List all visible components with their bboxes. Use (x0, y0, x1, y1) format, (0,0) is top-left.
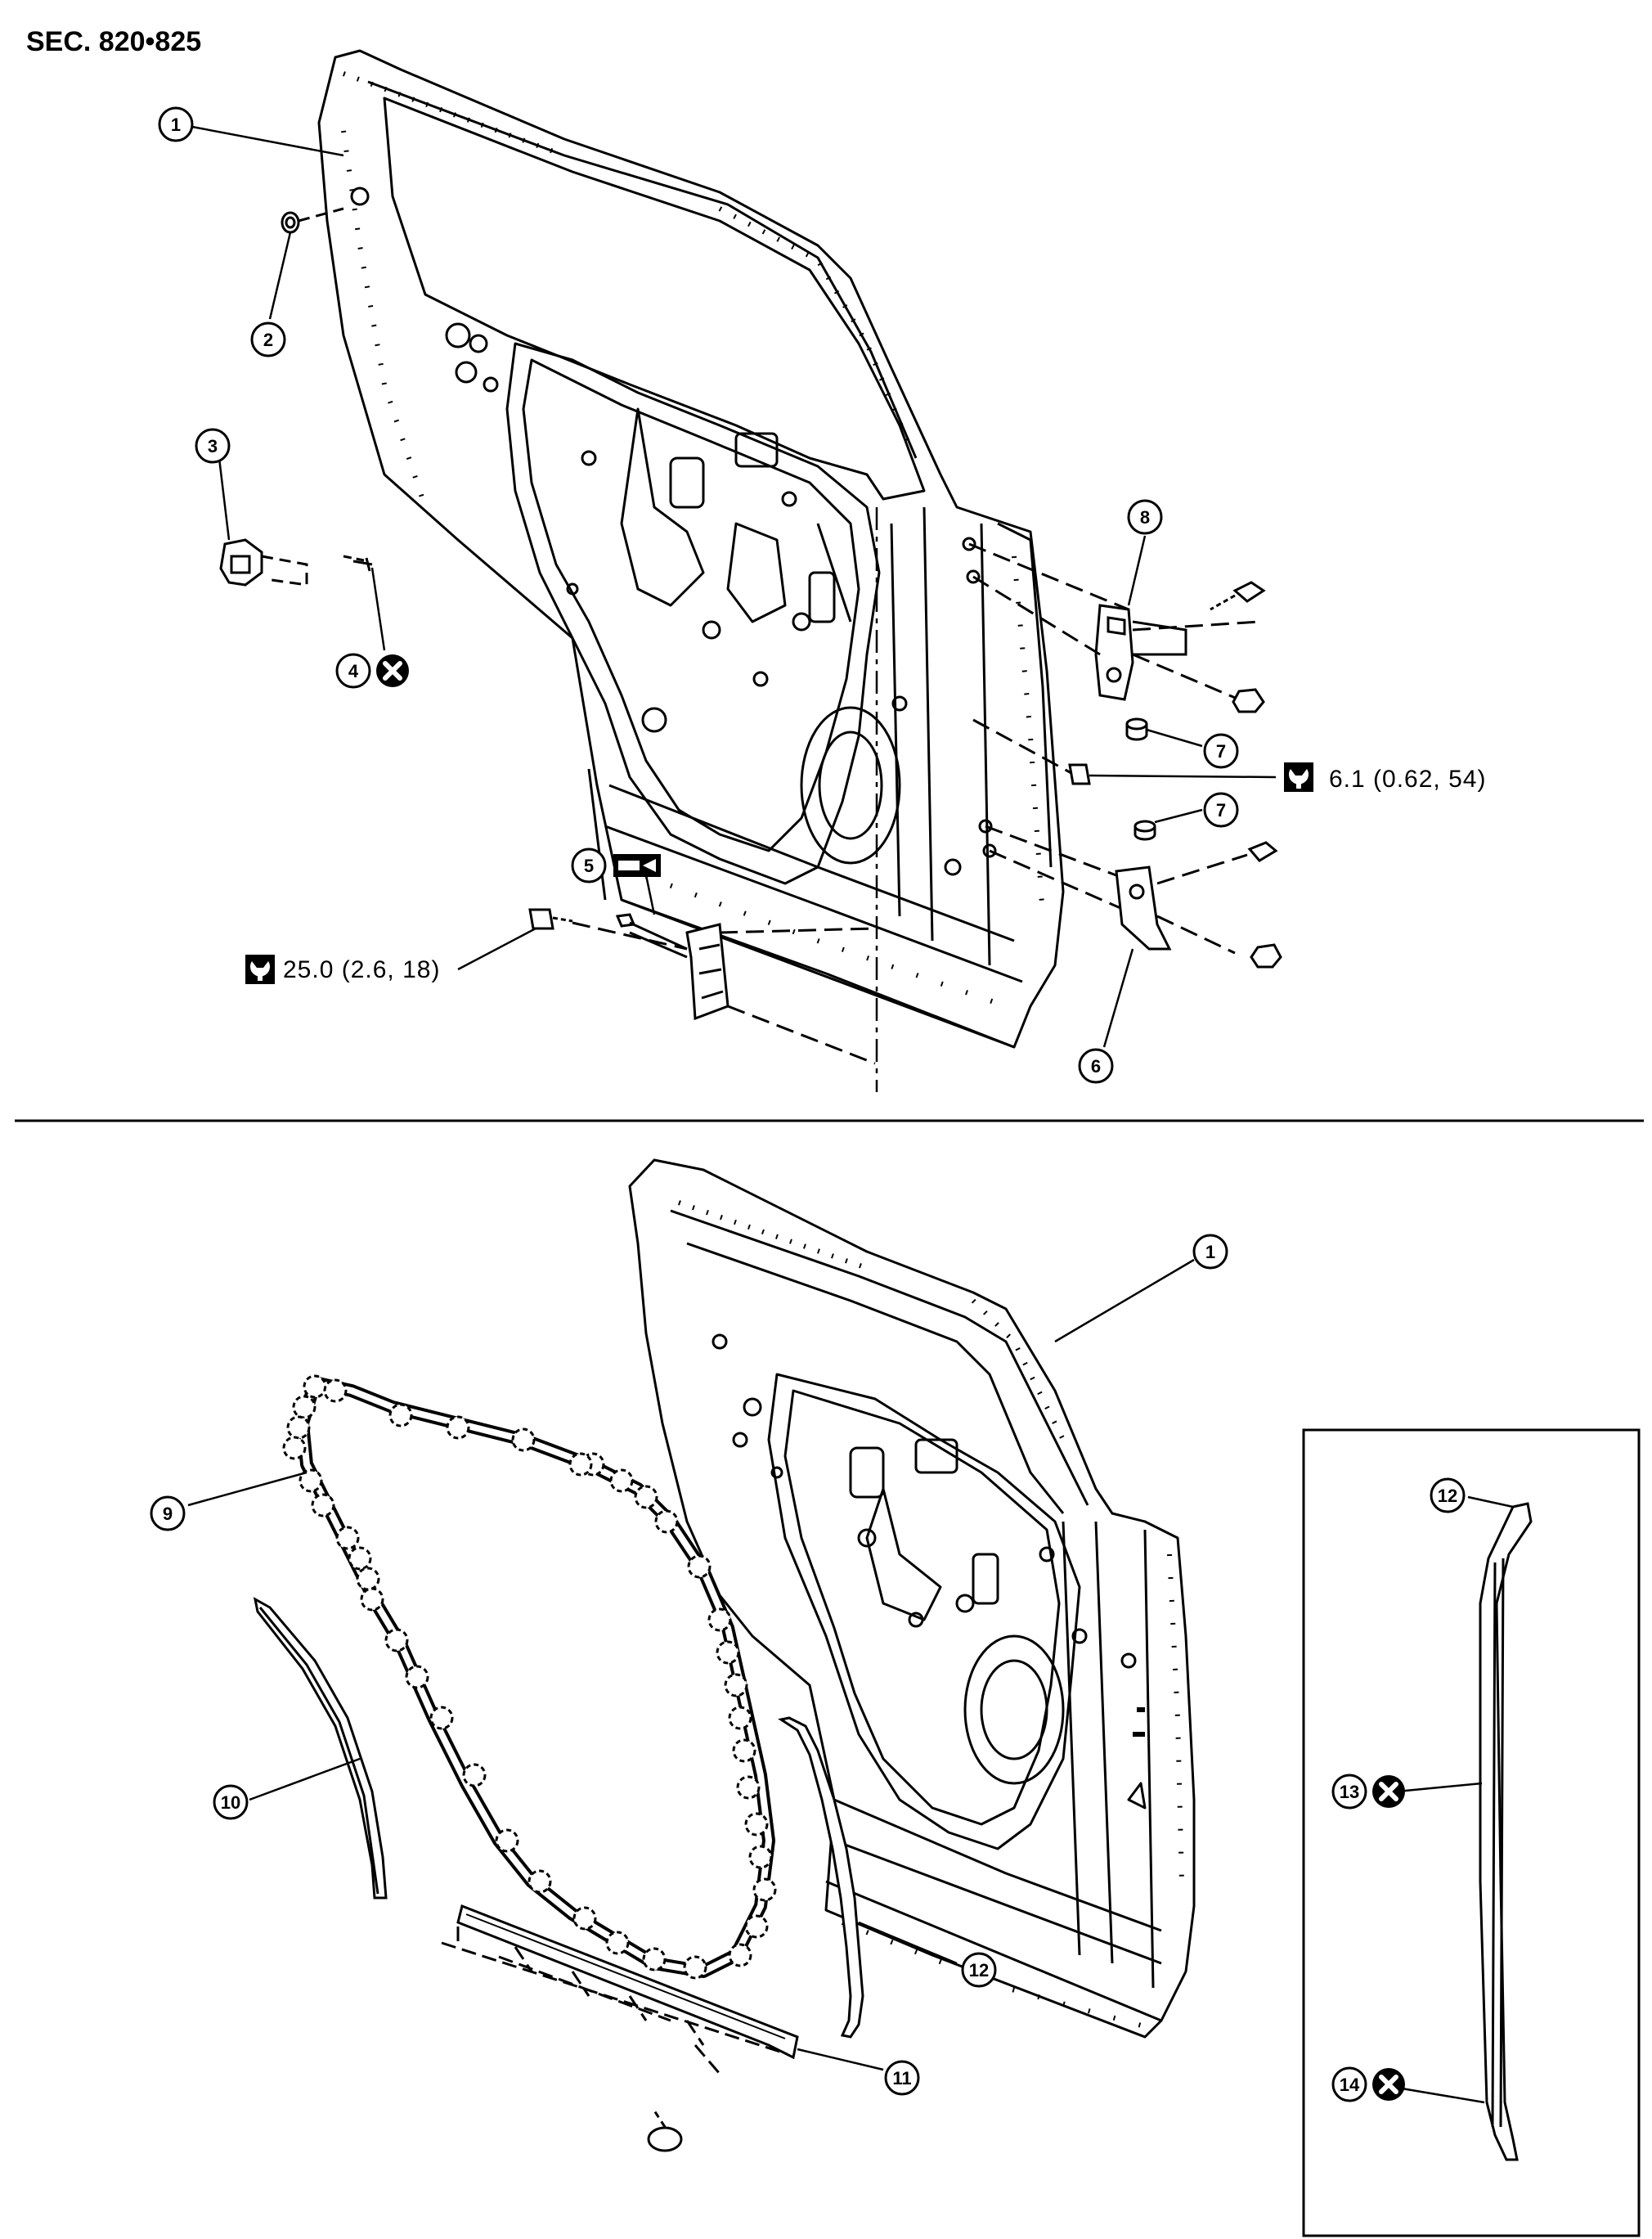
callout-6: 6 (1078, 1048, 1114, 1084)
torque-value-hinge: 6.1 (0.62, 54) (1329, 766, 1486, 793)
svg-text:1: 1 (171, 115, 181, 135)
callout-3: 3 (195, 428, 231, 464)
svg-text:9: 9 (163, 1504, 173, 1524)
svg-text:7: 7 (1216, 741, 1226, 762)
upper-hinge-part-8 (968, 535, 1260, 701)
seal-strip-part-10 (249, 1597, 388, 1900)
callout-7-lower: 7 (1203, 792, 1239, 828)
callout-2: 2 (250, 321, 286, 357)
hinge-bolt-center (972, 718, 1277, 785)
svg-text:5: 5 (584, 856, 594, 876)
svg-text:2: 2 (263, 330, 273, 350)
torque-wrench-icon (1284, 762, 1313, 792)
hinge-bolt-lower (1247, 841, 1278, 862)
section-label: SEC. 820•825 (26, 26, 201, 57)
check-link-bolt (457, 908, 688, 971)
hinge-bolt-upper (1210, 581, 1266, 611)
callout-7-upper: 7 (1203, 733, 1239, 769)
callout-1-lower: 1 (1054, 1234, 1228, 1343)
lower-hinge-part-6 (985, 825, 1248, 1048)
callout-8: 8 (1127, 499, 1163, 535)
do-not-reuse-icon (1372, 1775, 1405, 1808)
callout-12-detail: 12 (1430, 1477, 1466, 1513)
svg-text:3: 3 (208, 436, 218, 456)
grease-icon (613, 854, 661, 877)
callout-13: 13 (1331, 1775, 1405, 1808)
svg-text:11: 11 (892, 2068, 911, 2088)
callout-14: 14 (1331, 2068, 1405, 2101)
hinge-nut-lower (1250, 943, 1282, 969)
svg-text:13: 13 (1340, 1782, 1359, 1802)
hinge-nut-upper (1232, 688, 1265, 713)
clip-part-3 (218, 457, 308, 587)
callout-1-upper: 1 (158, 106, 344, 157)
svg-text:10: 10 (221, 1792, 240, 1813)
do-not-reuse-icon (376, 654, 409, 687)
cap-part-7-upper (1125, 717, 1203, 748)
detail-box (1302, 1428, 1641, 2237)
svg-text:7: 7 (1216, 800, 1226, 821)
svg-text:4: 4 (348, 661, 359, 681)
torque-spec-hinge: 6.1 (0.62, 54) (1284, 762, 1486, 793)
svg-text:1: 1 (1205, 1242, 1215, 1262)
screw-part-4 (343, 555, 386, 651)
grommet-part-2 (268, 207, 344, 320)
weatherstrip-part-9 (187, 1374, 777, 1980)
callout-9: 9 (150, 1495, 186, 1531)
svg-text:14: 14 (1340, 2075, 1360, 2095)
callout-12-lower: 12 (961, 1952, 997, 1988)
svg-text:8: 8 (1140, 507, 1150, 528)
cap-part-7-lower (1134, 808, 1203, 841)
rear-door-panel-upper (317, 49, 1065, 1049)
callout-5: 5 (571, 847, 661, 883)
seal-detail-part-12 (1396, 1495, 1533, 2161)
seal-part-12 (778, 1716, 958, 2039)
torque-wrench-icon (245, 955, 275, 984)
sill-seal-part-11 (441, 1904, 884, 2152)
svg-text:6: 6 (1091, 1056, 1101, 1077)
door-check-link-part-5 (615, 874, 876, 1065)
callout-4: 4 (335, 654, 409, 687)
callout-10: 10 (213, 1784, 249, 1820)
do-not-reuse-icon (1372, 2068, 1405, 2101)
callout-11: 11 (884, 2060, 920, 2096)
svg-text:12: 12 (969, 1960, 989, 1980)
torque-spec-check-link: 25.0 (2.6, 18) (245, 955, 440, 984)
svg-text:12: 12 (1438, 1486, 1457, 1506)
torque-value-check-link: 25.0 (2.6, 18) (283, 956, 440, 983)
